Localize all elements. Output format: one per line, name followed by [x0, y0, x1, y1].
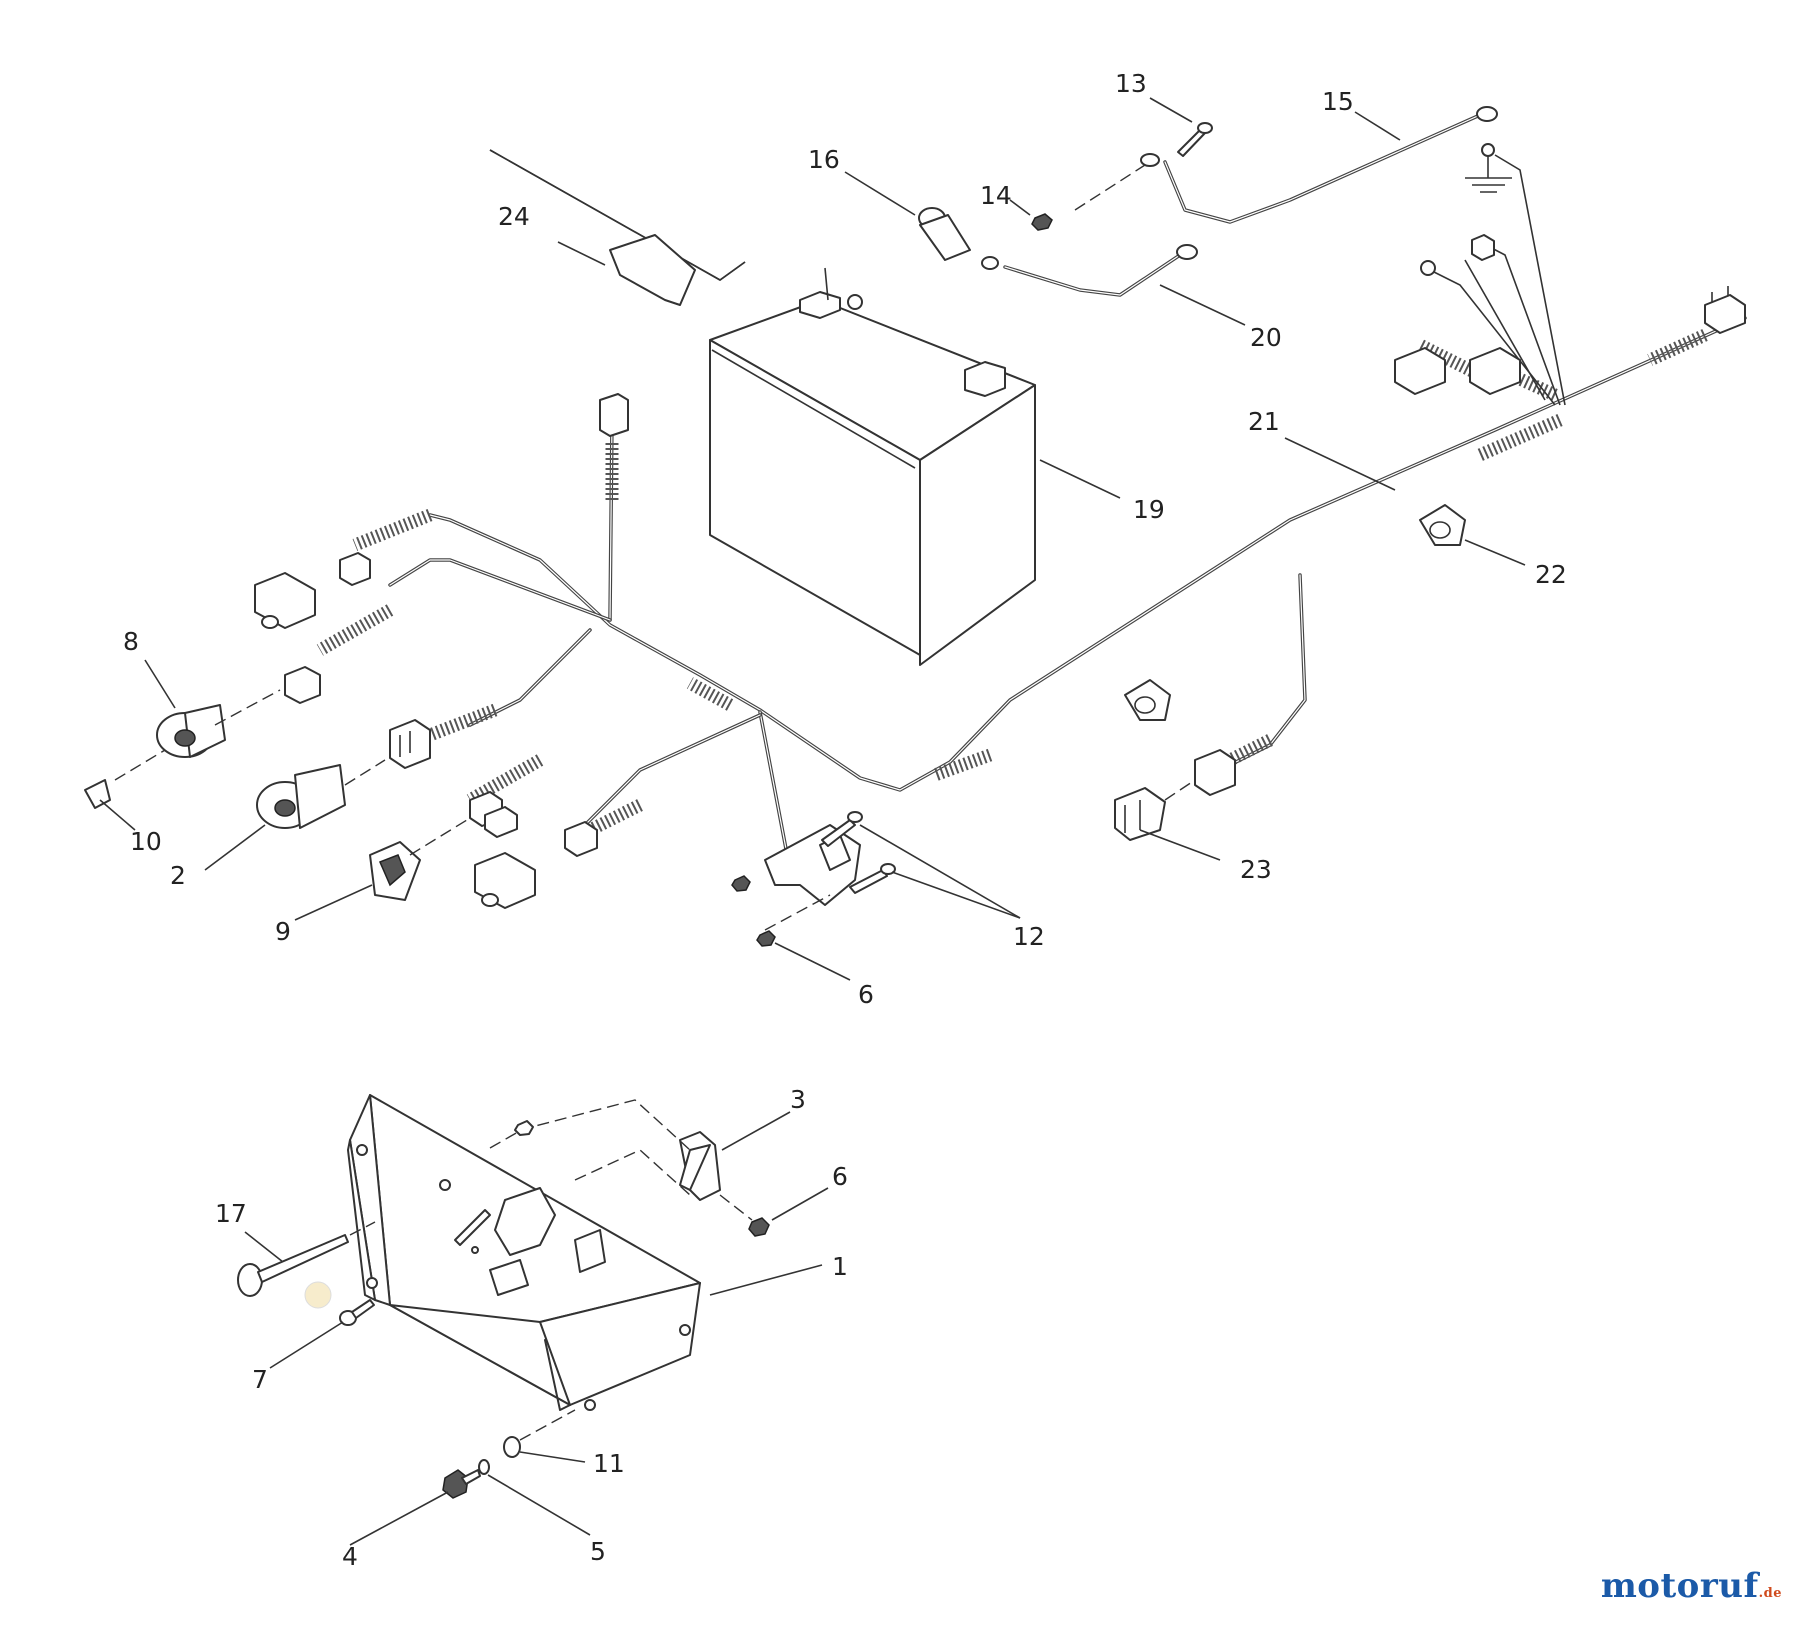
ignition-switch	[156, 704, 226, 758]
callout-5: 5	[590, 1537, 606, 1566]
callout-23: 23	[1240, 855, 1272, 884]
bolt	[1177, 122, 1213, 157]
connector-ignition	[284, 666, 321, 704]
callout-labels: 13 15 16 14 24 20 21 19 22 8 10 2 23 9 1…	[123, 69, 1567, 1571]
hex-bolt	[442, 1469, 481, 1499]
terminal-boot	[918, 207, 971, 261]
battery	[709, 267, 1036, 666]
callout-9: 9	[275, 917, 291, 946]
latch-nut	[748, 1217, 770, 1237]
watermark-tld: .de	[1758, 1586, 1782, 1601]
ground-cable	[1140, 106, 1498, 224]
switch-bracket	[764, 824, 861, 906]
ring-terminal	[1420, 260, 1436, 276]
callout-7: 7	[252, 1365, 268, 1394]
ground-symbol-icon	[1465, 143, 1512, 193]
callout-2: 2	[170, 861, 186, 890]
panel-bolt	[339, 1299, 375, 1326]
callout-3: 3	[790, 1085, 806, 1114]
nut	[1031, 213, 1053, 231]
harness-clip-center	[1124, 679, 1171, 721]
callout-6-upper: 6	[858, 980, 874, 1009]
relay-connector	[1194, 749, 1236, 796]
callout-22: 22	[1535, 560, 1567, 589]
callout-1: 1	[832, 1252, 848, 1281]
rocker-switch	[369, 841, 421, 901]
retainer-rod	[489, 149, 746, 306]
plunger-switch-upper	[254, 572, 316, 629]
harness-clip-right	[1419, 504, 1466, 546]
callout-13: 13	[1115, 69, 1147, 98]
harness-connector-top-b	[1469, 347, 1521, 395]
harness-connector-right	[1704, 286, 1746, 334]
callout-17: 17	[215, 1199, 247, 1228]
pto-switch	[256, 764, 346, 829]
connector-rocker	[469, 791, 518, 838]
wiring-harness	[316, 143, 1747, 872]
bracket-bolt-upper	[821, 811, 863, 847]
battery-cable	[981, 244, 1198, 297]
bracket-nut-lower	[756, 930, 776, 947]
callout-16: 16	[808, 145, 840, 174]
panel-plug	[304, 1281, 332, 1309]
flat-washer	[503, 1436, 521, 1458]
panel-nut-top	[514, 1120, 534, 1136]
callout-20: 20	[1250, 323, 1282, 352]
panel-latch	[679, 1131, 721, 1201]
callout-21: 21	[1248, 407, 1280, 436]
panel-screw	[237, 1234, 349, 1297]
harness-connector-vertical	[599, 393, 629, 437]
plunger-switch-lower	[474, 852, 536, 909]
watermark-logo: motoruf.de	[1601, 1566, 1782, 1606]
relay-switch	[1114, 787, 1166, 841]
callout-12: 12	[1013, 922, 1045, 951]
leader-lines	[99, 97, 1526, 1546]
callout-14: 14	[980, 181, 1012, 210]
callout-8: 8	[123, 627, 139, 656]
ignition-key	[84, 779, 111, 809]
callout-11: 11	[593, 1449, 625, 1478]
connector-lower	[564, 821, 598, 857]
bracket-nut-left	[731, 875, 751, 892]
callout-4: 4	[342, 1542, 358, 1571]
callout-19: 19	[1133, 495, 1165, 524]
callout-15: 15	[1322, 87, 1354, 116]
connector-upper-left	[339, 552, 371, 586]
watermark-brand: motoruf	[1600, 1566, 1759, 1606]
callout-24: 24	[498, 202, 530, 231]
lock-washer	[478, 1459, 490, 1475]
dash-panel	[304, 1094, 701, 1411]
harness-connector-top-c	[1471, 234, 1495, 261]
callout-10: 10	[130, 827, 162, 856]
connector-pto	[389, 719, 431, 769]
callout-6-lower: 6	[832, 1162, 848, 1191]
harness-connector-top-a	[1394, 347, 1446, 395]
bracket-bolt-lower	[849, 863, 896, 894]
